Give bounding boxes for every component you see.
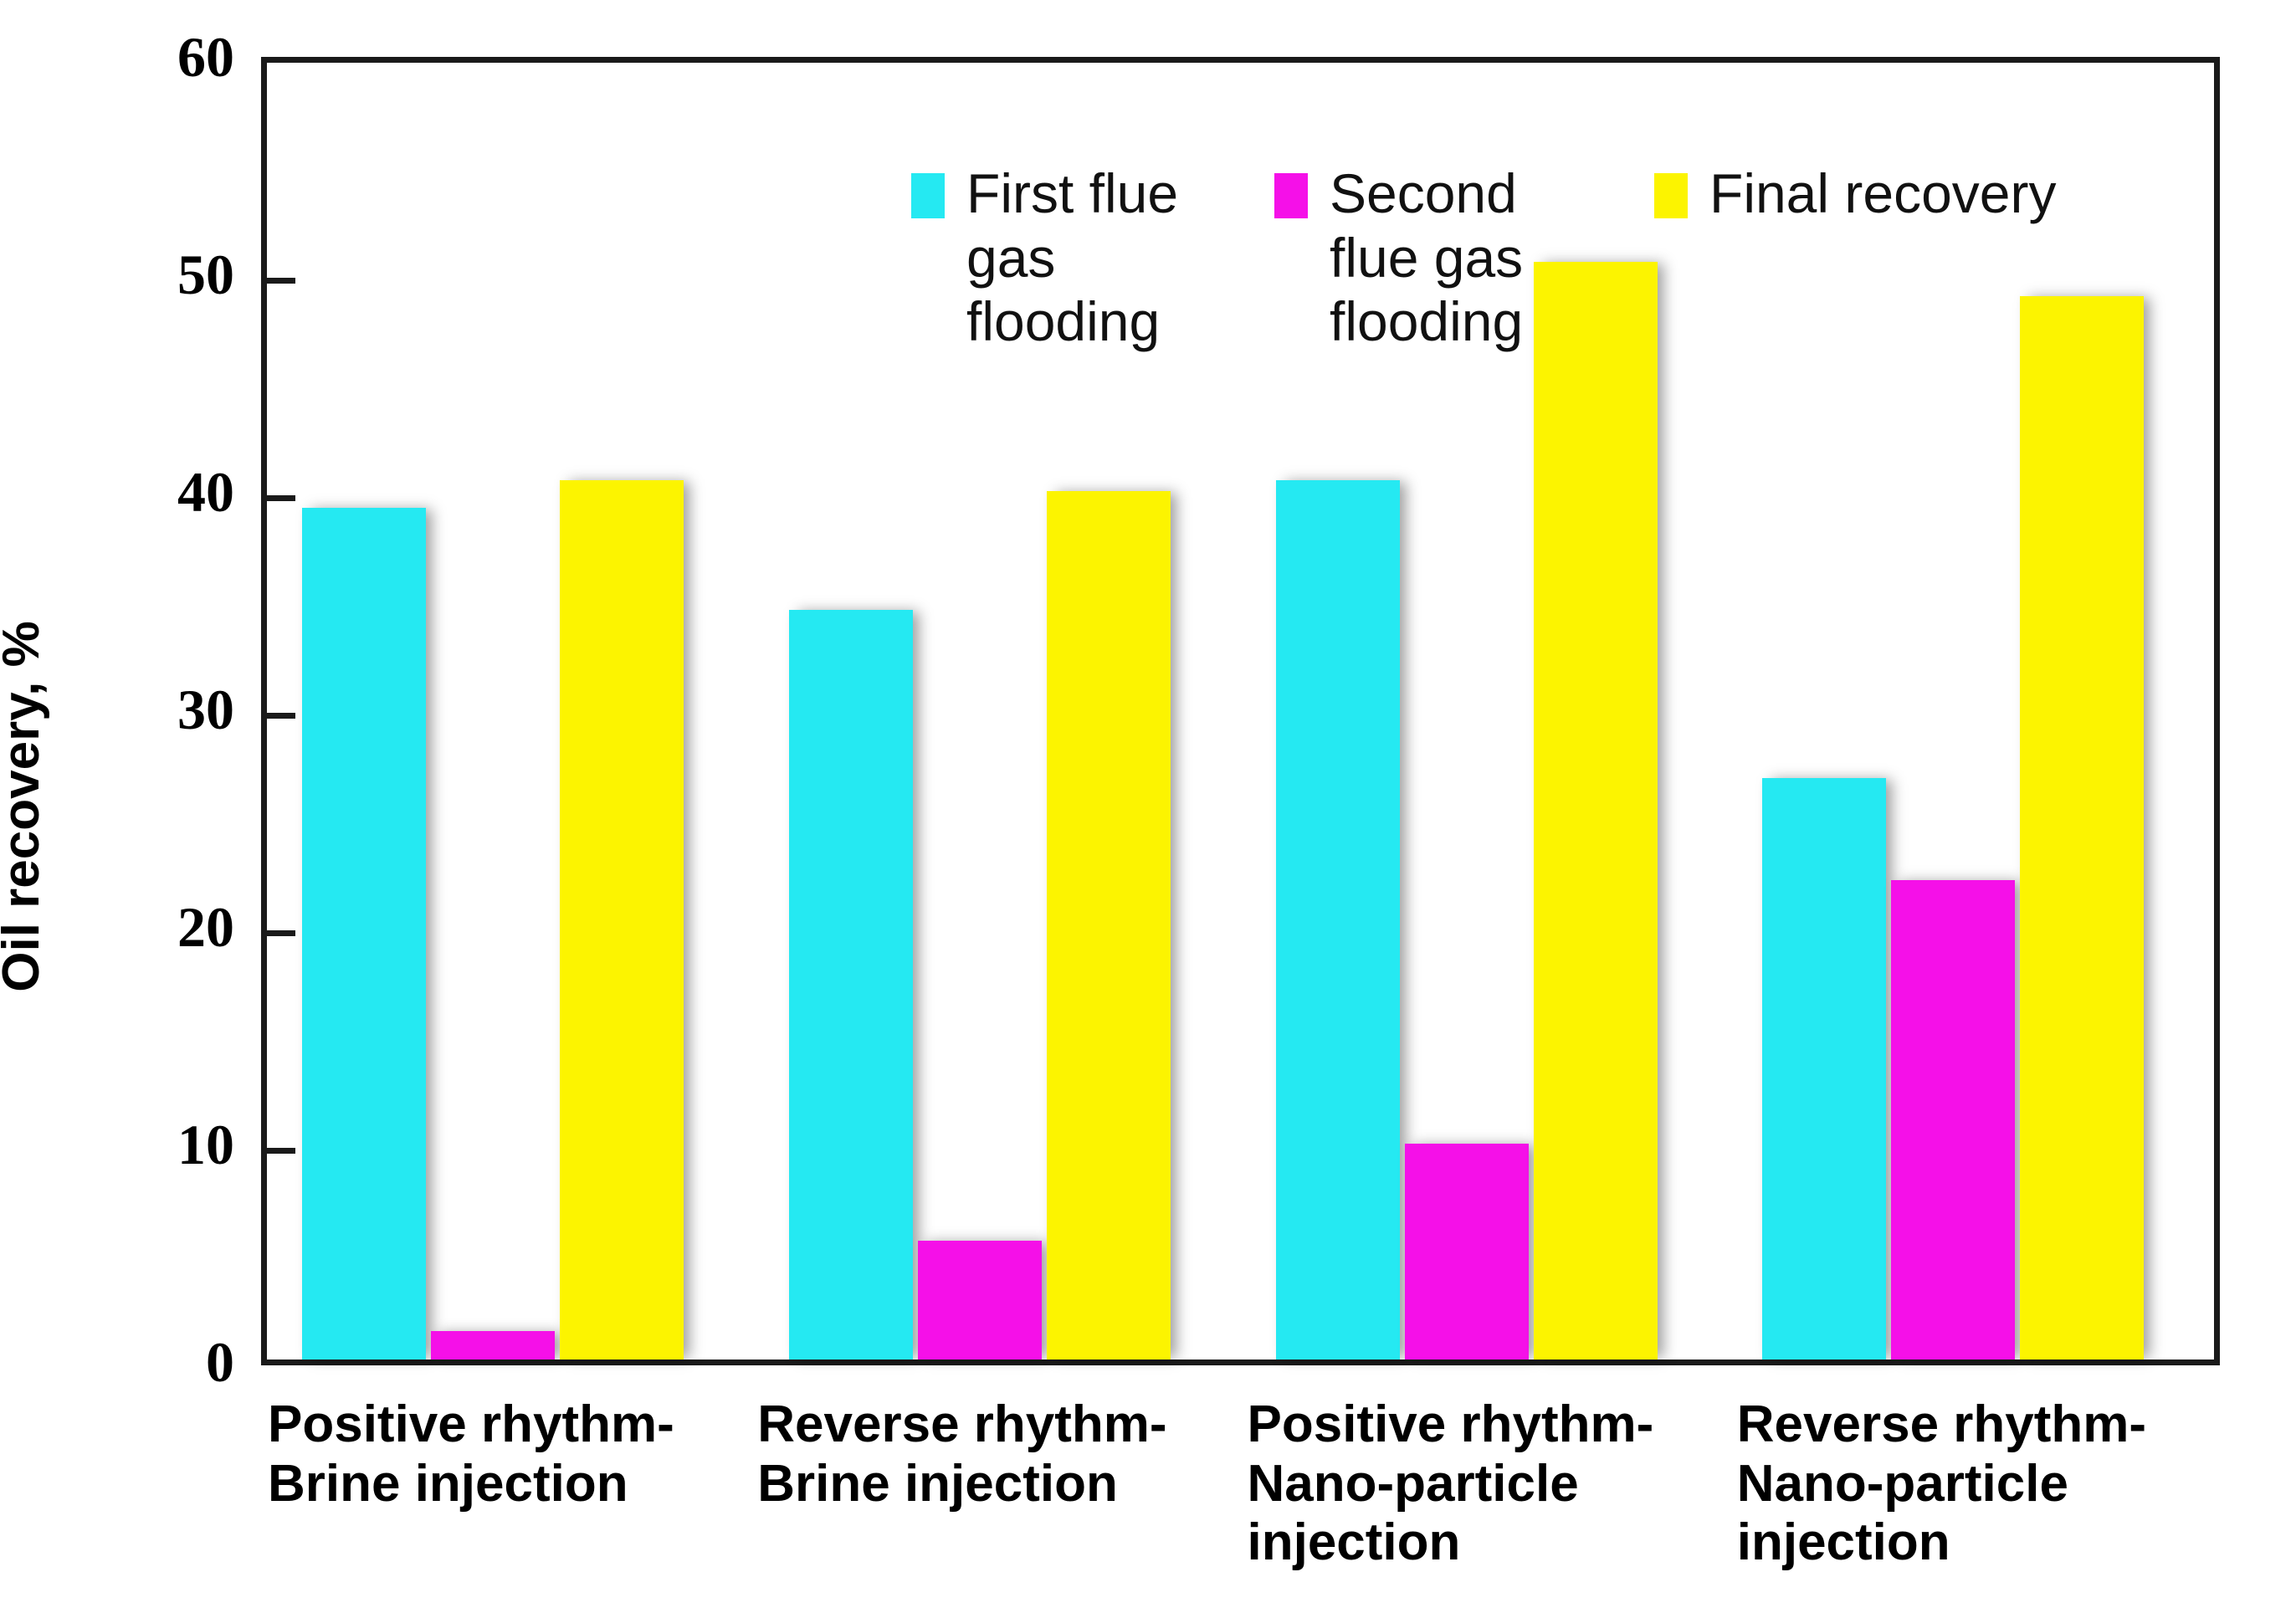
bar-1-0 bbox=[788, 609, 913, 1360]
bar-3-0 bbox=[1762, 778, 1887, 1360]
bar-3-1 bbox=[1891, 879, 2016, 1360]
x-category-label-2: Positive rhythm- Nano-particle injection bbox=[1247, 1395, 1654, 1572]
x-category-label-0: Positive rhythm- Brine injection bbox=[268, 1395, 674, 1513]
y-tick-mark-10 bbox=[267, 1148, 295, 1154]
bar-1-1 bbox=[917, 1240, 1042, 1360]
bar-0-0 bbox=[302, 508, 426, 1360]
legend-item-first-flue-gas-flooding[interactable]: First flue gas flooding bbox=[911, 161, 1226, 354]
legend: First flue gas flooding Second flue gas … bbox=[911, 161, 2178, 354]
legend-label-final-recovery: Final recovery bbox=[1709, 162, 2057, 224]
bar-1-2 bbox=[1046, 490, 1171, 1360]
legend-swatch-icon-final-recovery bbox=[1654, 173, 1688, 218]
y-tick-mark-50 bbox=[267, 278, 295, 284]
legend-label-first-flue-gas-flooding: First flue gas flooding bbox=[966, 162, 1179, 353]
y-tick-label-50: 50 bbox=[177, 243, 234, 306]
y-tick-label-60: 60 bbox=[177, 25, 234, 89]
legend-swatch-icon-second-flue-gas-flooding bbox=[1274, 173, 1308, 218]
legend-label-second-flue-gas-flooding: Second flue gas flooding bbox=[1330, 162, 1524, 353]
x-category-label-3: Reverse rhythm- Nano-particle injection bbox=[1736, 1395, 2147, 1572]
legend-item-final-recovery[interactable]: Final recovery bbox=[1654, 161, 2178, 226]
bar-0-1 bbox=[431, 1331, 555, 1360]
bar-3-2 bbox=[2020, 296, 2145, 1360]
y-tick-label-40: 40 bbox=[177, 460, 234, 524]
bars-layer bbox=[267, 63, 2214, 1360]
y-tick-label-10: 10 bbox=[177, 1113, 234, 1176]
legend-item-second-flue-gas-flooding[interactable]: Second flue gas flooding bbox=[1274, 161, 1606, 354]
y-tick-mark-30 bbox=[267, 713, 295, 719]
bar-2-1 bbox=[1404, 1143, 1529, 1360]
bar-2-0 bbox=[1275, 479, 1400, 1360]
bar-0-2 bbox=[560, 479, 684, 1360]
y-tick-label-20: 20 bbox=[177, 895, 234, 959]
y-axis-tick-labels: 60 50 40 30 20 10 0 bbox=[84, 0, 234, 1613]
y-tick-label-0: 0 bbox=[206, 1330, 234, 1394]
x-category-label-1: Reverse rhythm- Brine injection bbox=[757, 1395, 1167, 1513]
y-tick-mark-40 bbox=[267, 495, 295, 501]
y-tick-label-30: 30 bbox=[177, 678, 234, 741]
x-axis-category-labels: Positive rhythm- Brine injection Reverse… bbox=[261, 1395, 2220, 1613]
y-axis-title: Oil recovery, % bbox=[0, 621, 50, 992]
plot-area: First flue gas flooding Second flue gas … bbox=[261, 57, 2220, 1365]
legend-swatch-icon-first-flue-gas-flooding bbox=[911, 173, 945, 218]
bar-2-2 bbox=[1533, 261, 1658, 1360]
y-tick-mark-20 bbox=[267, 930, 295, 936]
